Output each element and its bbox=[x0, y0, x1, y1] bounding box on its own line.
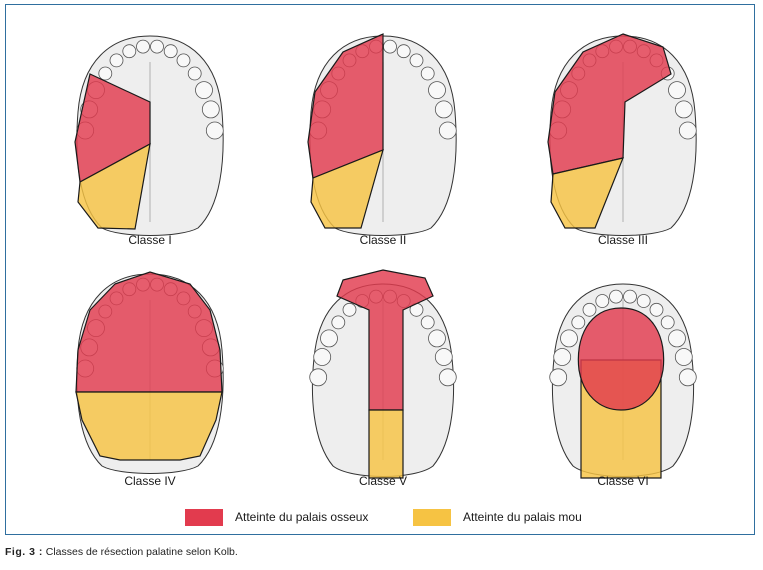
tooth bbox=[668, 329, 686, 348]
caption-text: Classes de résection palatine selon Kolb… bbox=[42, 546, 238, 558]
caption-fig-number: Fig. 3 : bbox=[5, 546, 43, 558]
tooth bbox=[571, 315, 586, 330]
legend-bone: Atteinte du palais osseux bbox=[185, 508, 368, 526]
tooth bbox=[396, 44, 411, 59]
tooth bbox=[187, 66, 202, 81]
panel-classe-2 bbox=[303, 32, 463, 272]
legend-soft: Atteinte du palais mou bbox=[413, 508, 582, 526]
tooth bbox=[660, 315, 675, 330]
tooth bbox=[163, 44, 178, 59]
tooth bbox=[136, 39, 150, 54]
tooth bbox=[434, 100, 453, 119]
panel-classe-4 bbox=[70, 270, 230, 510]
tooth bbox=[109, 53, 124, 68]
panel-classe-1 bbox=[70, 32, 230, 272]
tooth bbox=[428, 329, 446, 348]
panel-svg-1 bbox=[74, 35, 224, 236]
tooth bbox=[176, 53, 191, 68]
panel-svg-2 bbox=[307, 33, 457, 236]
resection-soft-area bbox=[77, 142, 151, 230]
panel-classe-5 bbox=[303, 269, 463, 510]
tooth bbox=[668, 81, 686, 99]
tooth bbox=[438, 368, 457, 387]
panel-label: Classe III bbox=[597, 233, 648, 247]
resection-bone-area bbox=[75, 271, 223, 393]
tooth bbox=[150, 39, 164, 54]
tooth bbox=[678, 368, 697, 387]
tooth bbox=[420, 315, 435, 330]
panel-classe-6 bbox=[543, 270, 703, 510]
legend-swatch-bone bbox=[185, 508, 223, 526]
legend-bone-label: Atteinte du palais osseux bbox=[235, 510, 369, 524]
panel-classe-3 bbox=[543, 32, 703, 272]
panel-label: Classe I bbox=[128, 233, 172, 247]
figure-caption: Fig. 3 : Classes de résection palatine s… bbox=[5, 546, 238, 558]
tooth bbox=[649, 302, 664, 317]
tooth bbox=[98, 66, 113, 81]
panel-label: Classe IV bbox=[124, 474, 176, 488]
resection-soft-area bbox=[310, 148, 384, 229]
resection-bone-area bbox=[577, 307, 665, 411]
tooth bbox=[674, 100, 693, 119]
tooth bbox=[438, 121, 457, 140]
tooth bbox=[582, 302, 597, 317]
panel-svg-5 bbox=[309, 269, 457, 479]
legend-soft-label: Atteinte du palais mou bbox=[463, 510, 582, 524]
tooth bbox=[122, 44, 137, 59]
tooth bbox=[553, 348, 572, 366]
tooth bbox=[434, 348, 453, 366]
tooth bbox=[420, 66, 435, 81]
tooth bbox=[320, 329, 338, 348]
tooth bbox=[409, 53, 424, 68]
tooth bbox=[342, 302, 357, 317]
tooth bbox=[623, 289, 637, 304]
panel-label: Classe II bbox=[359, 233, 407, 247]
tooth bbox=[560, 329, 578, 348]
tooth bbox=[595, 294, 610, 308]
panel-label: Classe V bbox=[358, 474, 408, 488]
panel-svg-4 bbox=[75, 271, 224, 474]
tooth bbox=[331, 315, 346, 330]
tooth bbox=[205, 121, 224, 140]
resection-soft-area bbox=[368, 409, 404, 479]
tooth bbox=[383, 39, 397, 54]
tooth bbox=[636, 294, 651, 308]
panel-svg-6 bbox=[549, 283, 697, 479]
tooth bbox=[195, 81, 213, 99]
resection-soft-area bbox=[550, 157, 624, 229]
resection-soft-area bbox=[75, 391, 223, 461]
tooth bbox=[313, 348, 332, 366]
legend-swatch-soft bbox=[413, 508, 451, 526]
tooth bbox=[674, 348, 693, 366]
tooth bbox=[201, 100, 220, 119]
tooth bbox=[309, 368, 328, 387]
tooth bbox=[609, 289, 623, 304]
tooth bbox=[549, 368, 568, 387]
tooth bbox=[678, 121, 697, 140]
panel-label: Classe VI bbox=[597, 474, 649, 488]
resection-bone-area bbox=[336, 269, 434, 411]
panel-svg-3 bbox=[547, 33, 697, 236]
tooth bbox=[428, 81, 446, 99]
